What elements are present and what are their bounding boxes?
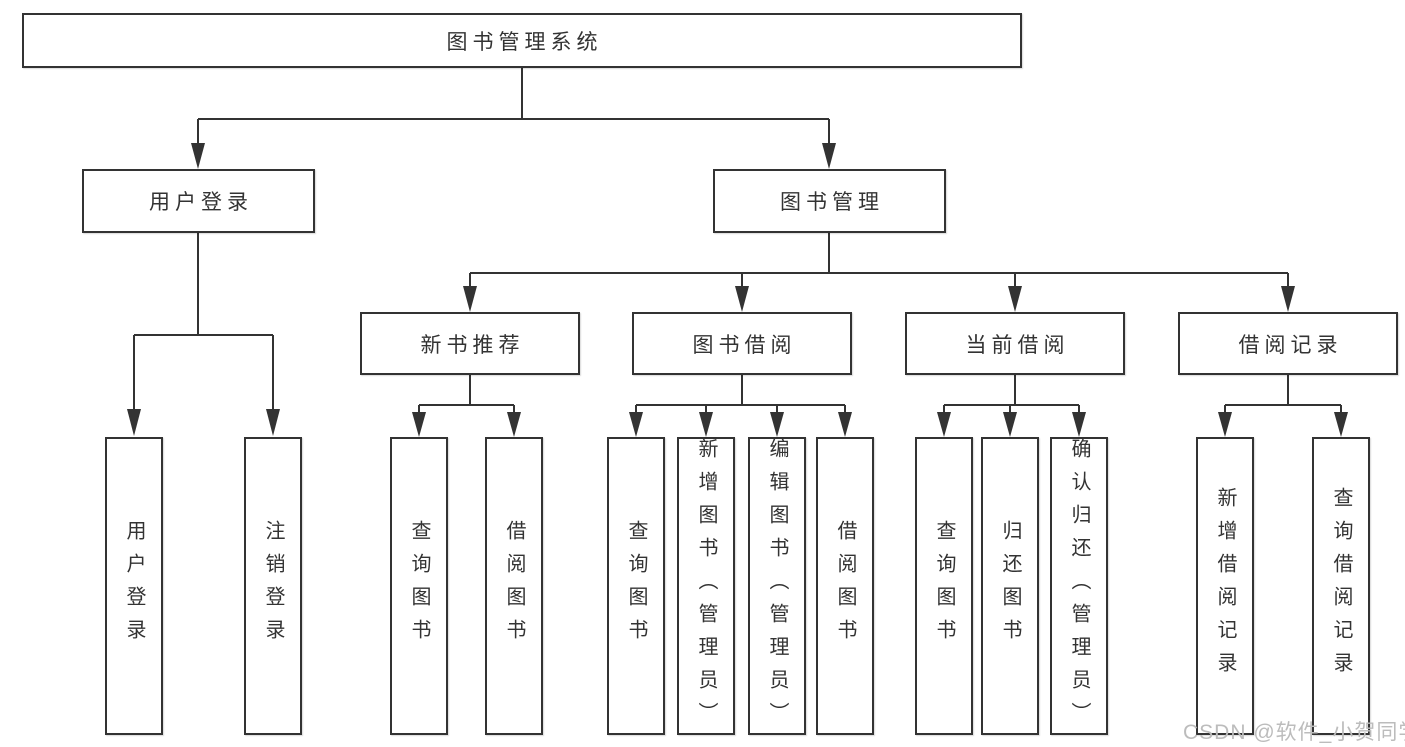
arrowhead [127,409,141,436]
leaf-logout-label: 注销登录 [262,520,284,652]
node-borrowing-records-label: 借阅记录 [1238,333,1343,357]
arrowhead [412,412,426,437]
arrowhead [1281,286,1295,312]
arrowhead [770,412,784,437]
leaf-query-books-recommend-label: 查询图书 [408,520,430,652]
arrowhead [1218,412,1232,437]
node-user-login-label: 用户登录 [149,191,253,214]
node-current-borrowing-label: 当前借阅 [965,333,1070,357]
arrowhead [838,412,852,437]
arrowhead [1334,412,1348,437]
leaf-return-book-label: 归还图书 [999,520,1021,652]
arrowhead [507,412,521,437]
leaf-return-book: 归还图书 [981,437,1039,735]
leaf-borrow-books-recommend: 借阅图书 [485,437,543,735]
arrowhead [822,143,836,169]
node-root-label: 图书管理系统 [446,30,603,54]
leaf-borrow-books-borrowing: 借阅图书 [816,437,874,735]
leaf-user-login-label: 用户登录 [123,520,145,652]
leaf-query-books-borrowing: 查询图书 [607,437,665,735]
connector-newbook-to-leaves [418,375,515,413]
node-new-book-recommend-label: 新书推荐 [420,333,525,357]
leaf-query-books-recommend: 查询图书 [390,437,448,735]
arrowhead [735,286,749,312]
node-current-borrowing: 当前借阅 [905,312,1125,375]
leaf-query-books-borrowing-label: 查询图书 [625,520,647,652]
leaf-confirm-return-admin-label: 确认归还（管理员） [1068,437,1090,735]
node-book-borrowing: 图书借阅 [632,312,852,375]
node-user-login: 用户登录 [82,169,315,233]
leaf-query-books-current: 查询图书 [915,437,973,735]
connector-userlogin-to-leaves [133,233,274,411]
leaf-add-borrow-record-label: 新增借阅记录 [1214,487,1236,685]
arrowhead [1003,412,1017,437]
leaf-confirm-return-admin: 确认归还（管理员） [1050,437,1108,735]
node-root: 图书管理系统 [22,13,1022,68]
leaf-user-login: 用户登录 [105,437,163,735]
arrowhead [1072,412,1086,437]
node-book-management-label: 图书管理 [780,191,884,214]
arrowhead [937,412,951,437]
leaf-borrow-books-recommend-label: 借阅图书 [503,520,525,652]
leaf-query-books-current-label: 查询图书 [933,520,955,652]
leaf-logout: 注销登录 [244,437,302,735]
leaf-query-borrow-record: 查询借阅记录 [1312,437,1370,735]
arrowhead [191,143,205,169]
arrowhead [1008,286,1022,312]
watermark: CSDN @软件_小贺同学 [1183,721,1405,744]
arrowhead [629,412,643,437]
node-book-management: 图书管理 [713,169,946,233]
leaf-query-borrow-record-label: 查询借阅记录 [1330,487,1352,685]
arrowhead [463,286,477,312]
connector-bookmgmt-to-level3 [469,233,1289,287]
arrowhead [699,412,713,437]
leaf-edit-book-admin: 编辑图书（管理员） [748,437,806,735]
leaf-borrow-books-borrowing-label: 借阅图书 [834,520,856,652]
leaf-add-book-admin: 新增图书（管理员） [677,437,735,735]
arrowhead [266,409,280,436]
connector-current-to-leaves [943,375,1080,413]
connector-records-to-leaves [1224,375,1342,413]
leaf-edit-book-admin-label: 编辑图书（管理员） [766,437,788,735]
node-book-borrowing-label: 图书借阅 [692,333,797,357]
node-borrowing-records: 借阅记录 [1178,312,1398,375]
connector-root-to-level2 [197,68,830,145]
leaf-add-book-admin-label: 新增图书（管理员） [695,437,717,735]
node-new-book-recommend: 新书推荐 [360,312,580,375]
leaf-add-borrow-record: 新增借阅记录 [1196,437,1254,735]
connector-borrowing-to-leaves [635,375,846,413]
